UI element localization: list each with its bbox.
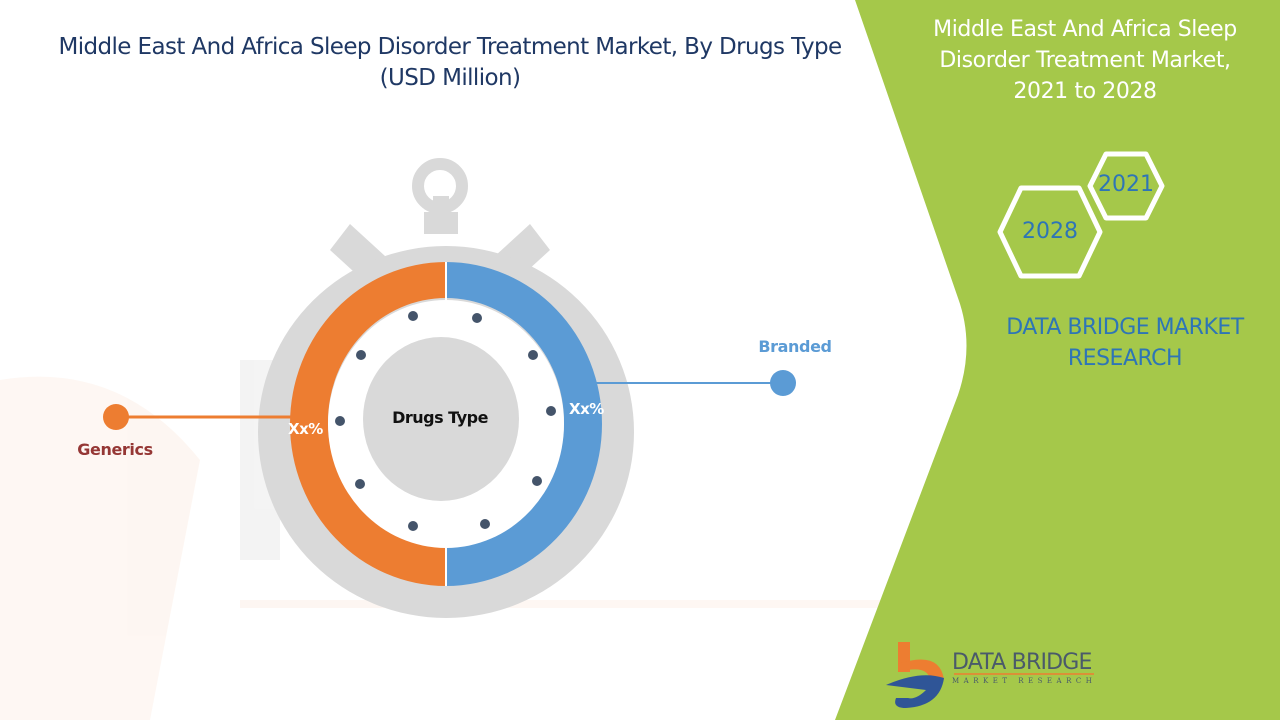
- chart-title-line1: Middle East And Africa Sleep Disorder Tr…: [58, 34, 842, 60]
- donut-center-label: Drugs Type: [392, 408, 488, 427]
- generics-percent: Xx%: [288, 420, 323, 438]
- branded-percent: Xx%: [569, 400, 604, 418]
- brand-text: DATA BRIDGE MARKET RESEARCH: [980, 312, 1270, 374]
- callout-generics: [103, 404, 292, 430]
- side-panel-title: Middle East And Africa Sleep Disorder Tr…: [905, 14, 1265, 107]
- legend-generics-label: Generics: [77, 440, 153, 459]
- hex-label-2021: 2021: [1098, 172, 1154, 197]
- brand-line1: DATA BRIDGE MARKET: [1006, 315, 1244, 340]
- side-title-line1: Middle East And Africa Sleep: [933, 17, 1237, 42]
- logo-tagline: MARKET RESEARCH: [952, 677, 1097, 685]
- segment-branded: [446, 262, 602, 586]
- side-title-line2: Disorder Treatment Market,: [939, 48, 1231, 73]
- legend-branded-label: Branded: [758, 337, 832, 356]
- dial-dots: [335, 311, 556, 531]
- hex-2028: [997, 185, 1103, 279]
- segment-generics: [290, 262, 446, 586]
- callout-branded: [596, 370, 796, 396]
- brand-line2: RESEARCH: [1067, 346, 1183, 371]
- logo-mark: [886, 642, 1094, 708]
- chart-title: Middle East And Africa Sleep Disorder Tr…: [30, 32, 870, 94]
- watermark: [0, 360, 1100, 720]
- center-hub: [363, 337, 519, 501]
- hex-2021: [1087, 151, 1165, 221]
- chart-title-line2: (USD Million): [379, 65, 521, 91]
- hex-label-2028: 2028: [1022, 219, 1078, 244]
- donut-chart: [290, 262, 602, 586]
- logo-name: DATA BRIDGE: [952, 650, 1092, 675]
- green-side-panel: [835, 0, 1280, 720]
- side-title-line3: 2021 to 2028: [1013, 79, 1157, 104]
